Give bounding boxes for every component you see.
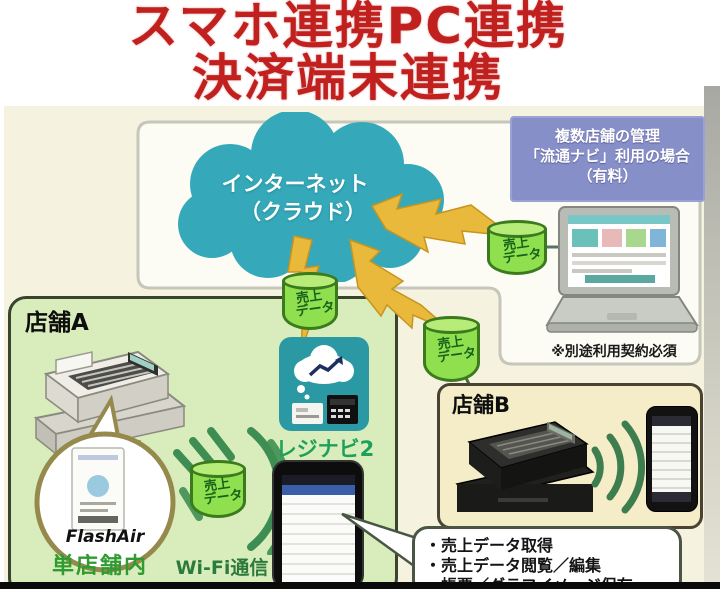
feature-text: 売上データ取得 xyxy=(441,536,554,555)
smartphone-a-icon xyxy=(272,460,364,589)
wifi-arcs-b-icon xyxy=(591,420,646,514)
store-a-footer-line1: 単店舗内 xyxy=(52,554,149,579)
sales-data-cylinder-wifi: 売上データ xyxy=(190,460,246,518)
wifi-label: Wi-Fi通信 xyxy=(175,557,269,579)
page-title-line1: スマホ連携PC連携 xyxy=(128,0,568,55)
cylinder-top xyxy=(487,220,547,238)
cloud-label-line1: インターネット xyxy=(221,172,369,196)
bottom-crop-bar xyxy=(0,582,720,589)
scan-edge-band xyxy=(704,86,720,583)
feature-text: 売上データ閲覧／編集 xyxy=(441,556,602,575)
cylinder-top xyxy=(282,272,338,290)
management-line3: （有料） xyxy=(577,167,638,185)
cylinder-body xyxy=(423,325,480,382)
smartphone-a-screen xyxy=(282,475,355,583)
sales-data-cylinder-cloud: 売上データ xyxy=(282,272,338,330)
cylinder-top xyxy=(190,460,246,478)
store-b-label: 店舗B xyxy=(452,393,511,417)
reginavi-app-icon xyxy=(279,337,369,431)
reginavi-app-label: レジナビ2 xyxy=(275,437,375,461)
laptop-contract-note: ※別途利用契約必須 xyxy=(551,344,677,360)
cash-register-b-icon xyxy=(455,421,595,512)
bullet-dot: ・ xyxy=(425,536,442,555)
smartphone-b-icon xyxy=(646,406,698,512)
sales-data-cylinder-store-b: 売上データ xyxy=(423,316,480,382)
sales-data-cylinder-pc: 売上データ xyxy=(487,220,547,275)
multi-store-management-box: 複数店舗の管理 「流通ナビ」利用の場合 （有料） xyxy=(510,116,705,202)
flashair-callout xyxy=(34,394,176,573)
management-line2: 「流通ナビ」利用の場合 xyxy=(524,147,690,165)
flashair-label: FlashAir xyxy=(65,527,145,547)
cloud-label-line2: （クラウド） xyxy=(240,200,366,224)
management-line1: 複数店舗の管理 xyxy=(554,127,660,145)
store-a-label: 店舗A xyxy=(25,310,89,336)
laptop-icon xyxy=(545,206,699,333)
feature-item: ・売上データ閲覧／編集 xyxy=(425,556,669,576)
cylinder-top xyxy=(423,316,480,334)
bullet-dot: ・ xyxy=(425,556,442,575)
page-title-line2: 決済端末連携 xyxy=(192,49,504,107)
feature-item: ・売上データ取得 xyxy=(425,536,669,556)
feature-callout-box: ・売上データ取得 ・売上データ閲覧／編集 ・帳票／グラフイメージ保存 xyxy=(412,526,682,589)
smartphone-b-screen xyxy=(652,416,691,502)
